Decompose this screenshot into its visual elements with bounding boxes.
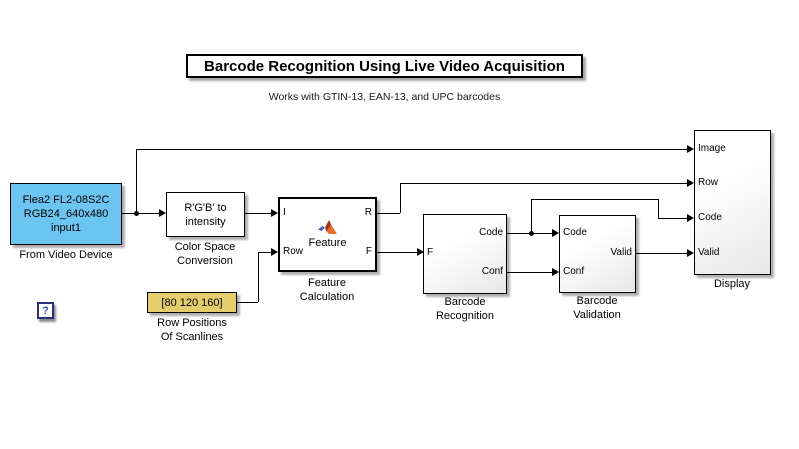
feature-calculation-label: Feature Calculation xyxy=(299,277,355,303)
wire-branch-dot xyxy=(134,211,139,216)
from-video-device-block[interactable]: Flea2 FL2-08S2C RGB24_640x480 input1 xyxy=(10,183,122,245)
validation-port-code: Code xyxy=(563,227,587,238)
arrowhead-icon xyxy=(687,145,694,153)
barcode-recognition-label: Barcode Recognition xyxy=(435,296,495,322)
model-title-annotation[interactable]: Barcode Recognition Using Live Video Acq… xyxy=(186,54,583,78)
validation-port-conf: Conf xyxy=(563,266,585,277)
row-positions-block[interactable]: [80 120 160] xyxy=(147,292,237,313)
arrowhead-icon xyxy=(687,214,694,222)
model-title-text: Barcode Recognition Using Live Video Acq… xyxy=(204,57,565,75)
colorspace-line2: intensity xyxy=(185,215,226,228)
matlab-logo-icon xyxy=(317,219,337,234)
feature-calculation-block[interactable]: Feature I Row R F xyxy=(278,197,377,272)
wire-feature-f-to-recognition[interactable] xyxy=(377,252,417,253)
display-port-row: Row xyxy=(698,177,719,188)
arrowhead-icon xyxy=(417,248,424,256)
wire-code-to-display[interactable] xyxy=(531,199,532,233)
display-block[interactable]: Image Row Code Valid xyxy=(694,130,771,275)
wire-conf-to-validation[interactable] xyxy=(507,272,552,273)
arrowhead-icon xyxy=(159,209,166,217)
wire-branch-dot xyxy=(529,231,534,236)
color-space-conversion-label: Color Space Conversion xyxy=(174,241,236,267)
arrowhead-icon xyxy=(552,229,559,237)
recognition-port-code: Code xyxy=(479,227,503,238)
barcode-recognition-block[interactable]: F Code Conf xyxy=(423,214,507,294)
wire-colorspace-to-feature-i[interactable] xyxy=(245,213,271,214)
wire-feature-r-to-display-row[interactable] xyxy=(400,183,401,213)
display-port-image: Image xyxy=(698,143,726,154)
color-space-conversion-block[interactable]: R'G'B' to intensity xyxy=(166,192,245,237)
display-label: Display xyxy=(713,278,751,290)
wire-rowpos-to-feature-row[interactable] xyxy=(258,252,259,302)
validation-port-valid: Valid xyxy=(610,247,633,258)
feature-port-i: I xyxy=(283,207,286,218)
feature-port-f: F xyxy=(365,246,372,257)
feature-block-content: Feature xyxy=(280,199,375,270)
feature-port-r: R xyxy=(364,207,372,218)
wire-rowpos-to-feature-row[interactable] xyxy=(258,252,271,253)
row-positions-label: Row Positions Of Scanlines xyxy=(157,317,227,343)
feature-block-text: Feature xyxy=(308,236,347,249)
recognition-port-conf: Conf xyxy=(481,266,503,277)
wire-code-to-display[interactable] xyxy=(531,199,658,200)
arrowhead-icon xyxy=(552,268,559,276)
wire-video-to-display-image[interactable] xyxy=(136,149,137,213)
help-question-icon: ? xyxy=(42,304,49,317)
display-port-valid: Valid xyxy=(698,247,720,258)
video-block-line3: input1 xyxy=(51,222,81,234)
wire-rowpos-to-feature-row[interactable] xyxy=(237,302,258,303)
wire-feature-r-to-display-row[interactable] xyxy=(400,183,687,184)
from-video-device-label: From Video Device xyxy=(19,249,113,261)
video-block-line1: Flea2 FL2-08S2C xyxy=(22,194,110,206)
wire-video-to-colorspace[interactable] xyxy=(122,213,159,214)
wire-valid-to-display[interactable] xyxy=(636,253,687,254)
barcode-validation-label: Barcode Validation xyxy=(573,295,621,321)
arrowhead-icon xyxy=(271,209,278,217)
help-block[interactable]: ? xyxy=(37,302,54,319)
arrowhead-icon xyxy=(687,179,694,187)
model-subtitle-annotation[interactable]: Works with GTIN-13, EAN-13, and UPC barc… xyxy=(268,91,501,103)
wire-feature-r-to-display-row[interactable] xyxy=(377,213,400,214)
wire-code-to-display[interactable] xyxy=(658,199,659,218)
video-block-line2: RGB24_640x480 xyxy=(23,208,109,220)
wire-code-to-display[interactable] xyxy=(658,218,687,219)
display-port-code: Code xyxy=(698,212,722,223)
wire-video-to-display-image[interactable] xyxy=(136,149,687,150)
barcode-validation-block[interactable]: Code Conf Valid xyxy=(559,215,636,293)
colorspace-line1: R'G'B' to xyxy=(184,201,227,214)
row-positions-value: [80 120 160] xyxy=(161,296,223,309)
arrowhead-icon xyxy=(687,249,694,257)
arrowhead-icon xyxy=(271,248,278,256)
feature-port-row: Row xyxy=(283,246,304,257)
recognition-port-f: F xyxy=(427,247,434,258)
